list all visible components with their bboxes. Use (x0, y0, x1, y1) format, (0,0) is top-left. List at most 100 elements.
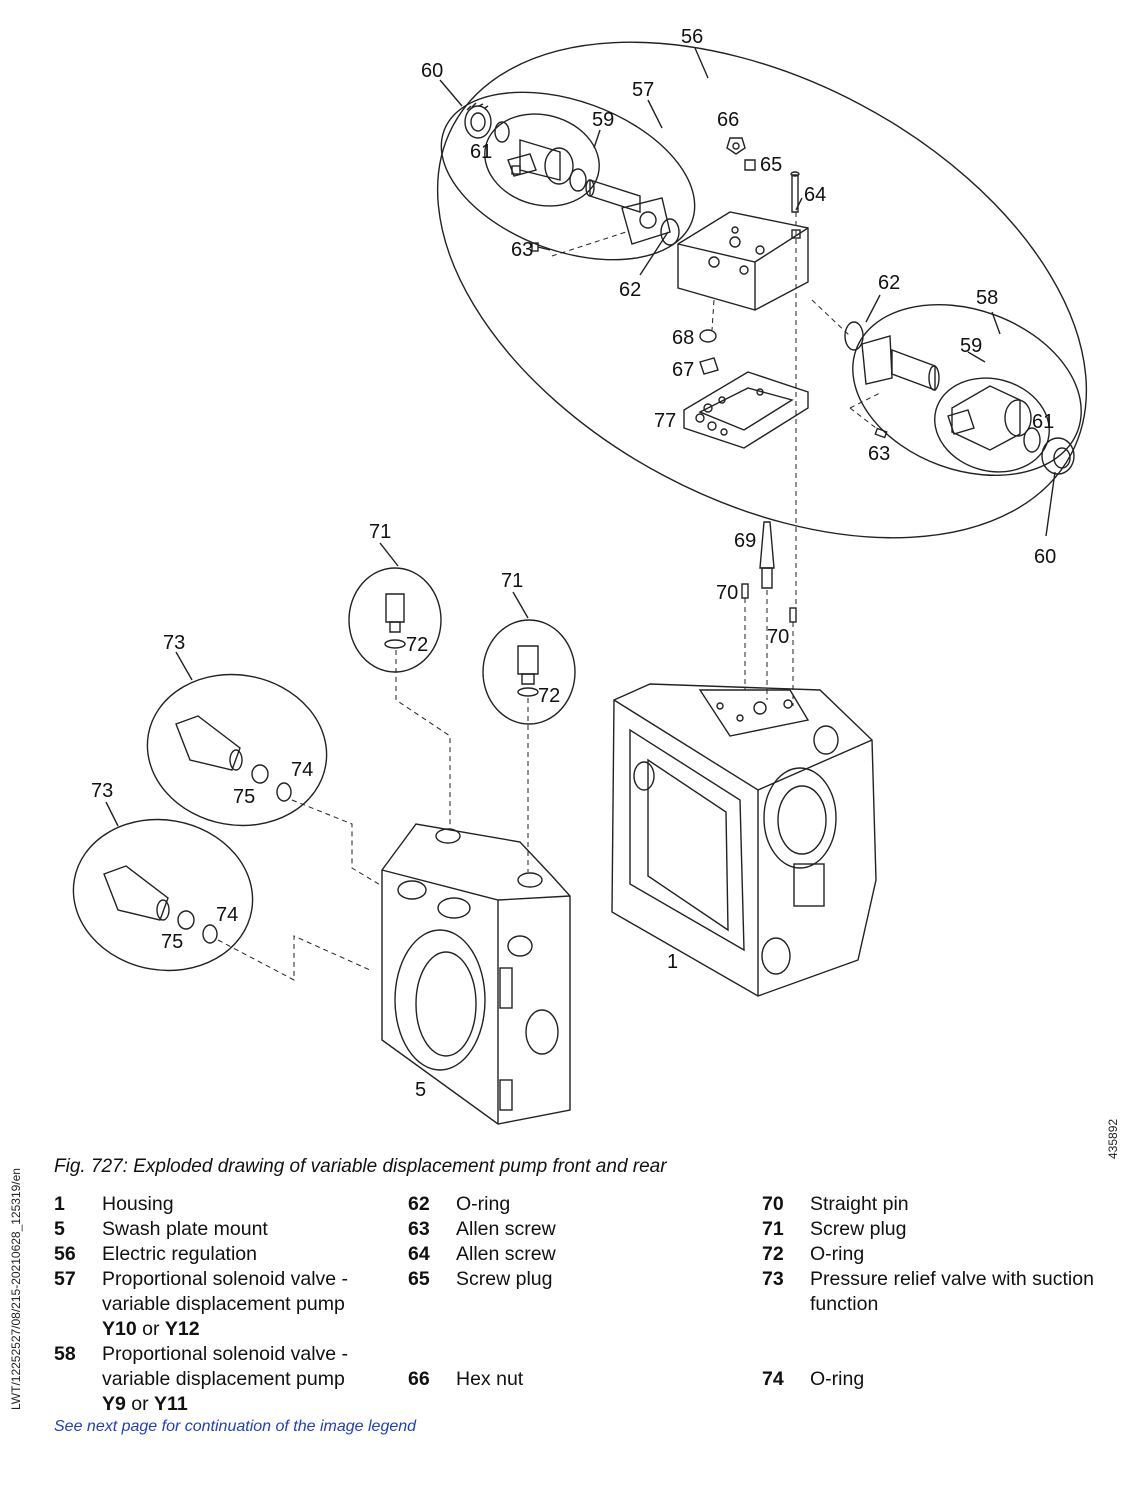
callout-71-left: 71 (369, 521, 391, 543)
callout-63-top: 63 (511, 239, 533, 261)
legend-text: Housing (102, 1193, 174, 1215)
callout-1: 1 (667, 951, 678, 973)
legend-text: Swash plate mount (102, 1218, 268, 1240)
legend-number: 74 (762, 1368, 784, 1390)
callout-59-right: 59 (960, 335, 982, 357)
swash-plate-mount-5 (381, 823, 571, 1125)
legend-number: 64 (408, 1243, 430, 1265)
legend-item: 63 Allen screw (408, 1217, 738, 1242)
legend-or: or (131, 1393, 149, 1415)
legend-code: Y10 (102, 1318, 137, 1340)
screw-plug-71-left (384, 593, 406, 649)
legend-code: Y9 (102, 1393, 126, 1415)
callout-ellipse-59-top (484, 113, 600, 207)
legend-code: Y12 (164, 1318, 200, 1340)
legend-text: Pressure relief valve with suction funct… (810, 1268, 1094, 1315)
callout-57: 57 (632, 79, 654, 101)
legend-text: Hex nut (456, 1368, 524, 1390)
callout-75-bottom: 75 (161, 931, 183, 953)
legend-text: O-ring (456, 1193, 511, 1215)
callout-62-left: 62 (619, 279, 641, 301)
legend-text: O-ring (810, 1243, 865, 1265)
legend-item: 65 Screw plug (408, 1267, 738, 1292)
legend-column-3: 70 Straight pin 71 Screw plug 72 O-ring … (762, 1192, 1102, 1392)
legend-item: 66 Hex nut (408, 1367, 738, 1392)
figure-caption: Fig. 727: Exploded drawing of variable d… (54, 1156, 667, 1177)
screw-plug-71-right (517, 645, 539, 697)
document-id-vertical: LWT/12252527/08/215-20210628_125319/en (9, 1168, 23, 1410)
legend-column-1: 1 Housing 5 Swash plate mount 56 Electri… (54, 1192, 384, 1417)
legend-text: O-ring (810, 1368, 865, 1390)
legend-item: 57 Proportional solenoid valve - variabl… (54, 1267, 384, 1342)
continuation-link[interactable]: See next page for continuation of the im… (54, 1418, 417, 1435)
callout-69: 69 (734, 530, 756, 552)
callout-ellipse-56 (436, 41, 1088, 539)
legend-item: 73 Pressure relief valve with suction fu… (762, 1267, 1102, 1317)
callout-65: 65 (760, 154, 782, 176)
callout-73-bottom: 73 (91, 780, 113, 802)
drawing-number: 435892 (1106, 1119, 1120, 1159)
legend-text: Proportional solenoid valve - variable d… (102, 1342, 384, 1417)
gasket-77 (683, 329, 809, 449)
callout-ellipse-59-right (934, 377, 1050, 473)
callout-59-top: 59 (592, 109, 614, 131)
legend-item: 70 Straight pin (762, 1192, 1102, 1217)
callout-64: 64 (804, 184, 826, 206)
callout-61-right: 61 (1032, 411, 1054, 433)
callout-ellipse-71-right (482, 619, 576, 725)
legend-item: 64 Allen screw (408, 1242, 738, 1267)
callout-ellipse-58 (852, 303, 1082, 477)
legend-number: 5 (54, 1218, 65, 1240)
solenoid-valve-57 (464, 102, 680, 252)
housing-1 (611, 683, 877, 997)
legend-number: 63 (408, 1218, 430, 1240)
legend-or: or (142, 1318, 160, 1340)
callout-ellipse-57 (440, 91, 696, 261)
legend-number: 57 (54, 1268, 76, 1290)
legend-text: Screw plug (810, 1218, 907, 1240)
callout-ellipse-71-left (348, 567, 442, 673)
callout-62-right: 62 (878, 272, 900, 294)
callout-68: 68 (672, 327, 694, 349)
legend-item: 1 Housing (54, 1192, 384, 1217)
callout-ellipse-73-bottom (72, 818, 254, 972)
callout-70-left: 70 (716, 582, 738, 604)
callout-66: 66 (717, 109, 739, 131)
callout-67: 67 (672, 359, 694, 381)
callout-70-right: 70 (767, 626, 789, 648)
legend-number: 58 (54, 1343, 76, 1365)
callout-71-right: 71 (501, 570, 523, 592)
legend-text: Straight pin (810, 1193, 909, 1215)
callout-61-top: 61 (470, 141, 492, 163)
legend-number: 71 (762, 1218, 784, 1240)
legend-text: Proportional solenoid valve - variable d… (102, 1267, 384, 1342)
legend-number: 56 (54, 1243, 76, 1265)
legend-item: 74 O-ring (762, 1367, 1102, 1392)
legend-item: 56 Electric regulation (54, 1242, 384, 1267)
legend-item: 72 O-ring (762, 1242, 1102, 1267)
callout-75-top: 75 (233, 786, 255, 808)
callout-73-top: 73 (163, 632, 185, 654)
callout-63-right: 63 (868, 443, 890, 465)
callout-5: 5 (415, 1079, 426, 1101)
assembly-lines (217, 212, 883, 981)
solenoid-valve-58 (844, 321, 1075, 475)
relief-valve-73-top (175, 715, 292, 802)
control-block (677, 137, 809, 311)
legend-text: Allen screw (456, 1218, 556, 1240)
callout-ellipse-73-top (146, 673, 328, 827)
legend-number: 1 (54, 1193, 65, 1215)
legend-text-main: Proportional solenoid valve - variable d… (102, 1268, 349, 1315)
legend-number: 72 (762, 1243, 784, 1265)
drawing-number-vertical: 435892 (1106, 1119, 1120, 1159)
legend-number: 66 (408, 1368, 430, 1390)
legend-column-2: 62 O-ring 63 Allen screw 64 Allen screw … (408, 1192, 738, 1392)
callout-58: 58 (976, 287, 998, 309)
legend-code: Y11 (154, 1393, 188, 1415)
callout-60-top: 60 (421, 60, 443, 82)
legend-text: Screw plug (456, 1268, 553, 1290)
callout-74-top: 74 (291, 759, 313, 781)
callout-56: 56 (681, 26, 703, 48)
callout-72-left: 72 (406, 634, 428, 656)
document-id: LWT/12252527/08/215-20210628_125319/en (9, 1168, 23, 1410)
